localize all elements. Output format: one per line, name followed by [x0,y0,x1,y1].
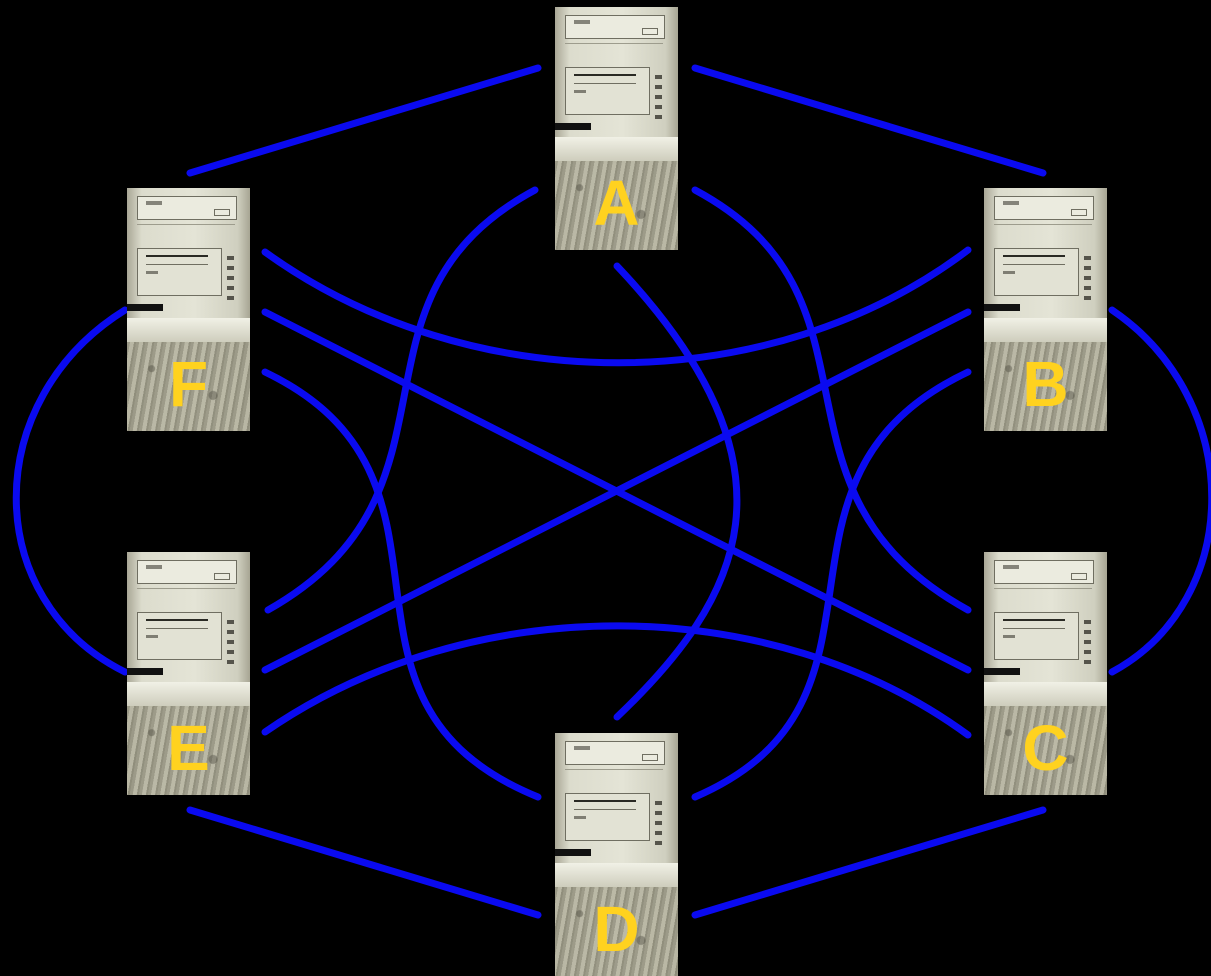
desktop-tower-computer-icon [555,733,678,976]
link-A-D [613,262,741,721]
link-E-C [261,622,972,739]
node-label: E [167,712,210,784]
node-c: C [984,552,1107,795]
node-f: F [127,188,250,431]
link-A-E [264,186,539,614]
node-label: F [168,348,209,420]
node-label: D [593,893,640,965]
link-A-C [691,186,972,614]
link-B-D [691,368,972,801]
node-label: C [1022,712,1069,784]
desktop-tower-computer-icon [555,7,678,250]
desktop-tower-computer-icon [127,552,250,795]
link-A-F [186,64,542,177]
link-B-E [261,308,972,674]
node-e: E [127,552,250,795]
node-d: D [555,733,678,976]
node-label: B [1022,348,1069,420]
desktop-tower-computer-icon [127,188,250,431]
node-a: A [555,7,678,250]
desktop-tower-computer-icon [984,552,1107,795]
link-E-D [186,806,542,919]
node-b: B [984,188,1107,431]
link-A-B [691,64,1047,177]
desktop-tower-computer-icon [984,188,1107,431]
link-C-D [691,806,1047,919]
link-F-D [261,368,542,801]
link-F-E [12,306,129,676]
node-label: A [593,167,640,239]
link-F-B [261,246,972,367]
link-B-C [1108,306,1211,676]
